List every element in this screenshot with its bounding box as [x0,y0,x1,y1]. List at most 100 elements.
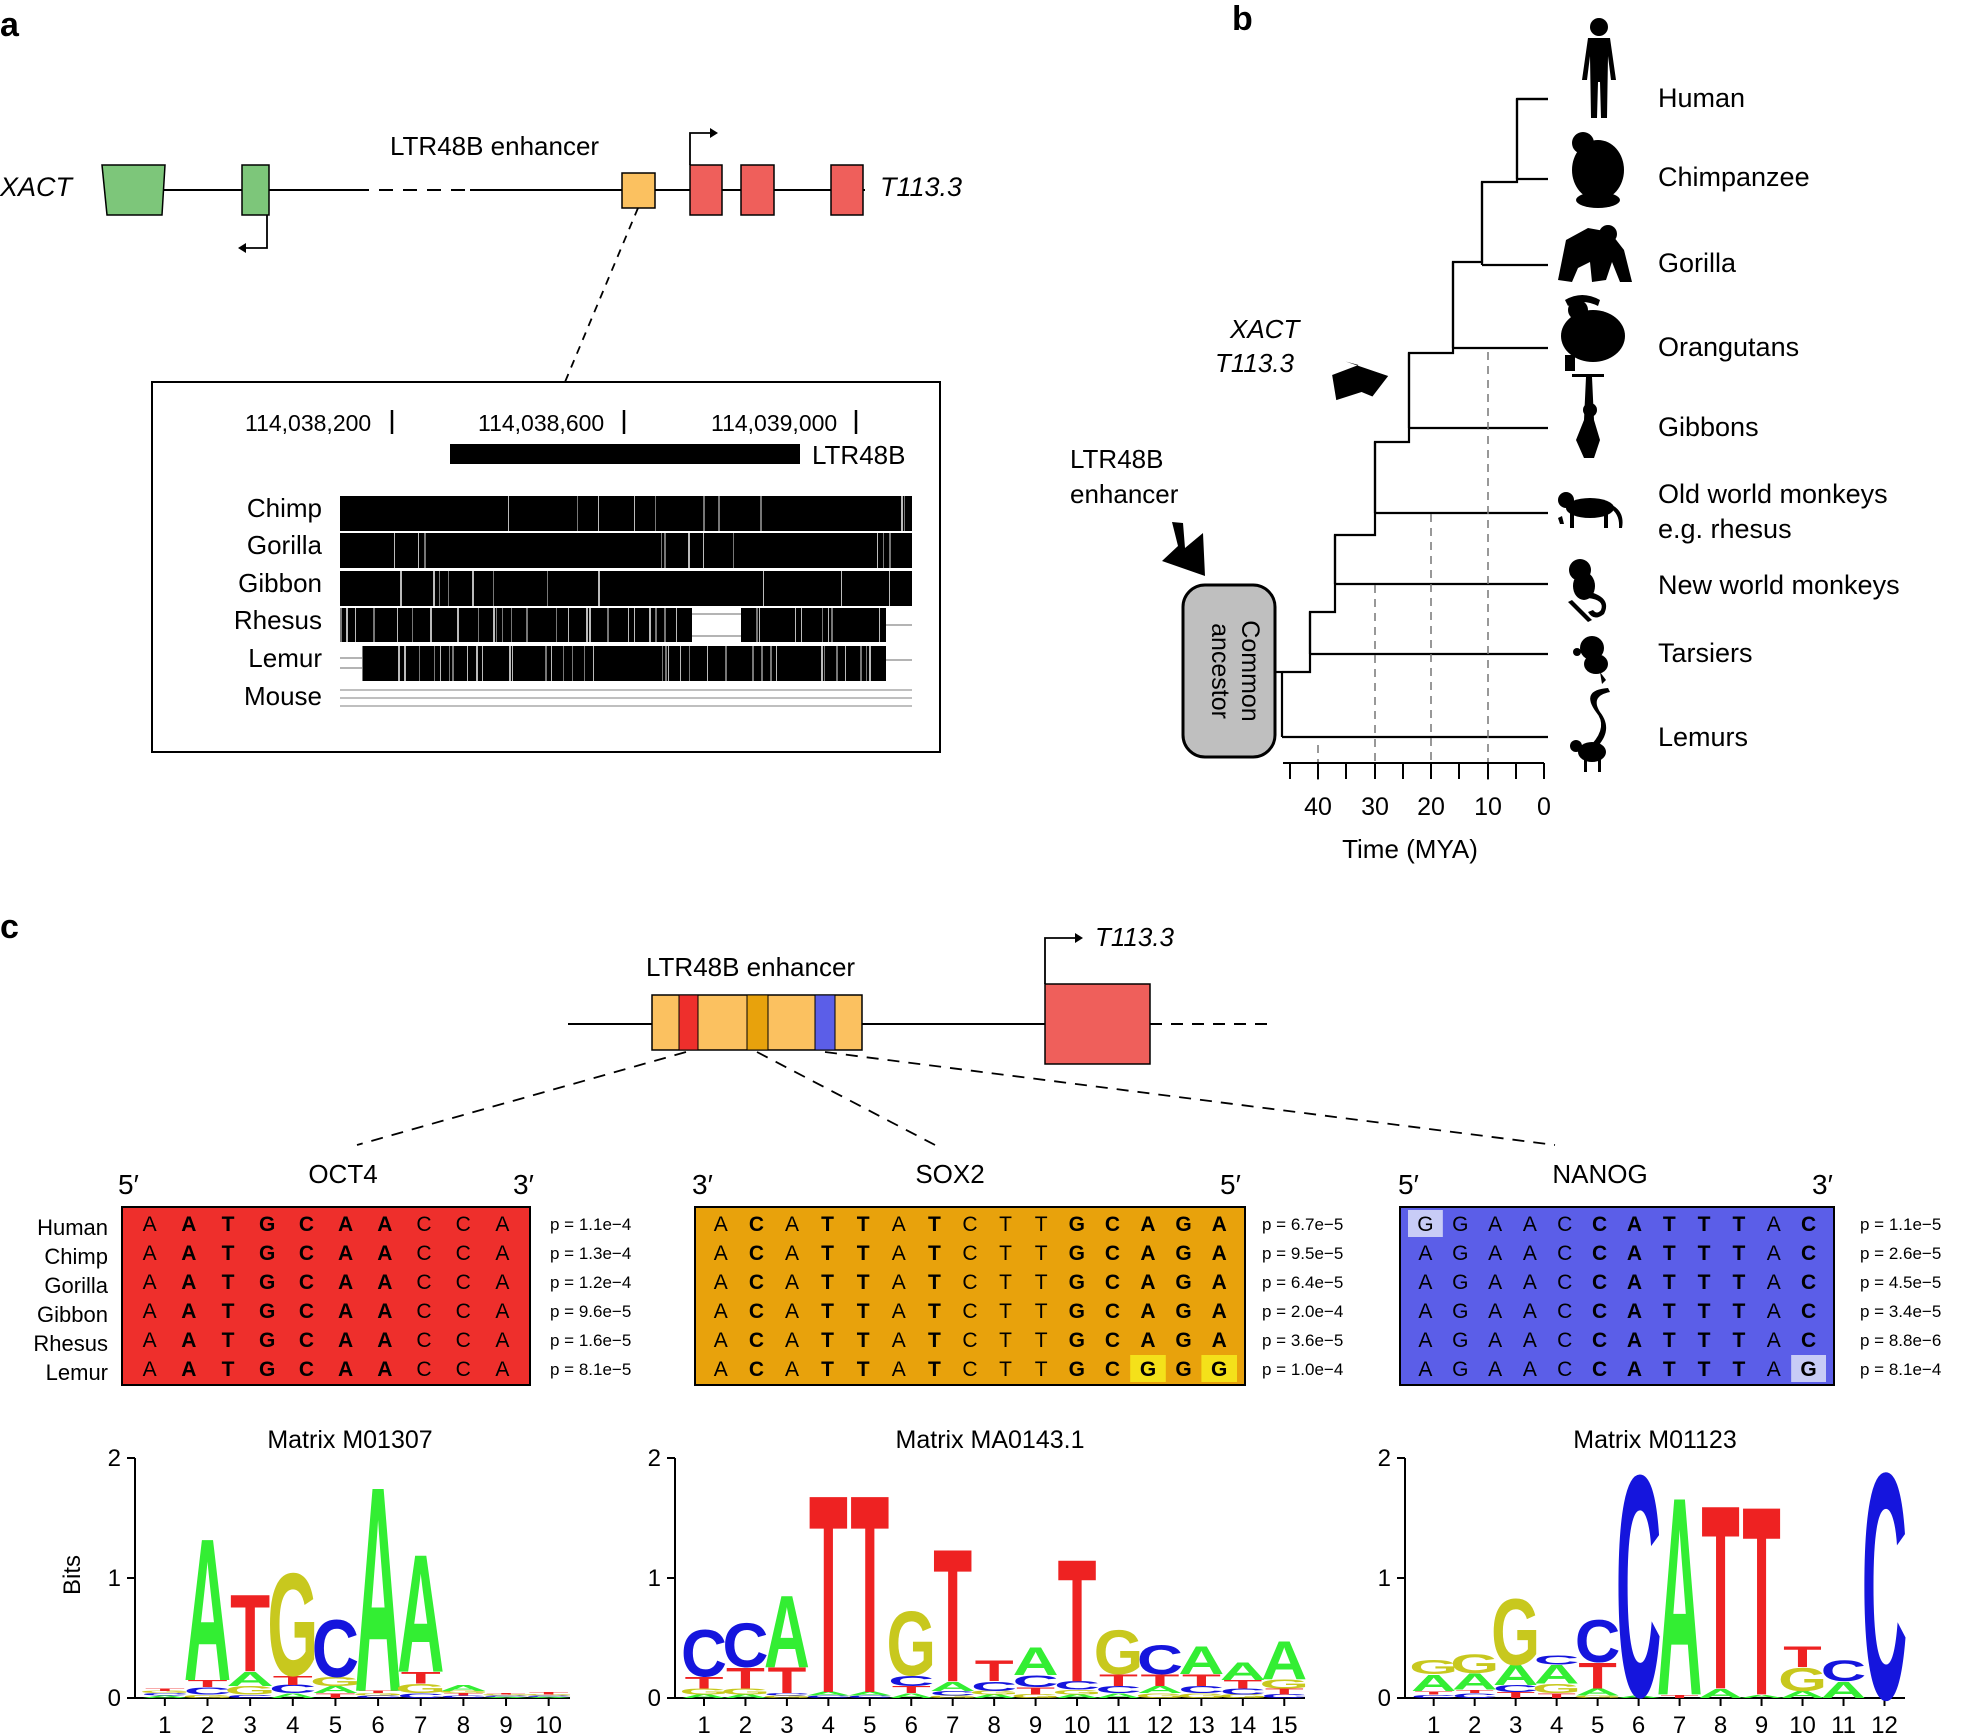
alignment-base: T [857,1213,870,1236]
logo-letter-G: G [1778,1660,1827,1698]
logo-letter-G: G [310,1674,361,1689]
alignment-base: C [1105,1329,1120,1352]
time-axis-ticks [1289,763,1545,779]
alignment-base: A [495,1358,509,1381]
alignment-base: T [222,1329,235,1352]
alignment-base: A [1767,1300,1781,1323]
coord-label-1: 114,038,200 [245,410,371,436]
alignment-base: T [1733,1300,1746,1323]
logo-letter-C: C [482,1695,529,1697]
alignment-base: C [749,1358,764,1381]
logo-letter-T: T [529,1691,569,1695]
panel-b-label: b [1232,0,1253,38]
logo-letter-C: C [397,1692,444,1699]
logo-letter-T: T [1660,1694,1698,1699]
alignment-base: C [456,1271,471,1294]
alignment-base: C [962,1358,977,1381]
p-value: p = 2.0e−4 [1262,1302,1343,1321]
logo-letter-T: T [975,1654,1014,1688]
mismatch-highlight [1408,1210,1443,1237]
gibbon-silhouette [1572,374,1604,458]
track-gap-mark [703,496,705,531]
track-gap-mark [439,571,440,606]
alignment-base: A [143,1358,157,1381]
alignment-base: C [749,1271,764,1294]
alignment-base: A [1488,1242,1502,1265]
logo-letter-A: A [1220,1658,1266,1686]
alignment-base: T [928,1213,941,1236]
track-gap-mark [770,646,772,681]
logo-letter-A: A [1013,1640,1059,1684]
motif-title-oct4: OCT4 [308,1159,377,1189]
logo-xtick-label: 9 [1755,1712,1768,1735]
alignment-base: G [259,1300,275,1323]
logo-letter-A: A [722,1693,768,1699]
logo-letter-G: G [523,1694,574,1696]
logo-letter-C: C [1096,1684,1142,1695]
c-nanog-site [814,994,836,1051]
logo-letter-A: A [1178,1639,1224,1683]
chimpanzee-silhouette [1572,132,1624,208]
logo-letter-A: A [397,1520,444,1708]
alignment-base: T [1733,1271,1746,1294]
track-gap-mark [877,533,878,568]
alignment-base: A [1488,1329,1502,1352]
logo-letter-G: G [1491,1580,1540,1686]
alignment-base: T [1035,1271,1048,1294]
alignment-base: T [222,1271,235,1294]
alignment-base: A [1627,1329,1642,1352]
alignment-base: A [1212,1271,1227,1294]
track-gap-mark [598,496,599,531]
alignment-base: T [1663,1271,1676,1294]
track-gap-mark [568,608,569,642]
track-gap-mark [551,646,552,681]
logo-letter-T: T [1223,1678,1262,1691]
track-gorilla [340,533,912,568]
arrow1-label-xact: XACT [1229,314,1301,344]
track-gap-mark [508,496,509,531]
logo-letter-A: A [1739,1694,1784,1699]
logo-letter-G: G [1177,1692,1227,1700]
logo-xtick-label: 3 [1509,1712,1522,1735]
alignment-base: A [495,1213,509,1236]
logo-letter-G: G [1052,1688,1102,1696]
alignment-base: T [1698,1242,1711,1265]
logo-letter-T: T [230,1573,270,1696]
alignment-base: A [1523,1329,1537,1352]
track-gap-mark [448,571,449,606]
p-value: p = 9.6e−5 [550,1302,631,1321]
alignment-base: A [181,1271,196,1294]
logo-letter-G: G [1011,1693,1060,1699]
track-gap-mark [509,646,511,681]
alignment-base: A [1767,1358,1781,1381]
alignment-base: G [1175,1300,1191,1323]
track-gap-mark [457,608,459,642]
panel-a-label: a [0,6,20,44]
arrow2-shape [1162,522,1205,576]
taxon-gibbons: Gibbons [1658,412,1759,442]
species-label-mouse: Mouse [244,681,322,711]
logo-xtick-label: 12 [1147,1712,1174,1735]
c-species-gibbon: Gibbon [37,1302,108,1327]
logo-letter-C: C [1575,1608,1620,1675]
track-gap-mark [346,608,348,642]
arrow2-label-1: LTR48B [1070,444,1163,474]
logo-xtick-label: 4 [822,1712,835,1735]
alignment-base: A [1140,1242,1155,1265]
lemur-silhouette [1570,688,1610,772]
track-gap-mark [433,571,435,606]
logo-xtick-label: 5 [863,1712,876,1735]
track-gap-mark [607,608,609,642]
enhancer-label-a: LTR48B enhancer [390,131,599,161]
alignment-base: T [1663,1358,1676,1381]
nanog-right-end: 3′ [1812,1169,1833,1200]
alignment-base: A [377,1242,392,1265]
logo-letter-C: C [1054,1679,1100,1692]
logo-xtick-label: 10 [535,1712,562,1735]
logo-letter-T: T [1701,1450,1739,1735]
species-silhouettes [1558,18,1632,772]
alignment-base: C [299,1242,314,1265]
xact-exon-2 [241,164,270,216]
logo-xtick-label: 6 [371,1712,384,1735]
